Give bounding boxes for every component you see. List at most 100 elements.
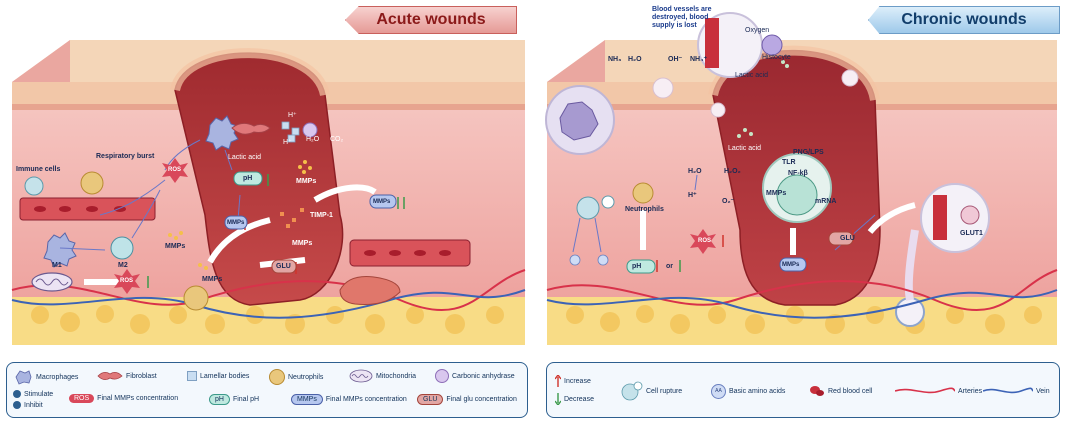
label-o2: O₂⁻ <box>722 198 735 205</box>
label-neutrophils: Neutrophils <box>625 206 664 213</box>
inhibit-icon <box>13 401 21 409</box>
process-arrow <box>207 217 271 264</box>
legend-cell-rupture: Cell rupture <box>621 381 682 401</box>
stimulate-icon <box>13 390 21 398</box>
mmps-badge: MMPs <box>291 394 323 405</box>
legend-macrophages: Macrophages <box>13 369 78 385</box>
chronic-wounds-title: Chronic wounds <box>901 11 1027 28</box>
ph-badge: pH <box>209 394 230 405</box>
legend-arteries: Arteries <box>895 386 982 396</box>
legend-red-blood-cell: Red blood cell <box>809 384 872 398</box>
blood-vessel-right <box>349 239 471 267</box>
acute-wounds-banner: Acute wounds <box>345 6 517 34</box>
label-tlr: TLR <box>782 159 796 166</box>
label-mmps-e: MMPs <box>202 276 223 283</box>
legend-acute: Macrophages Fibroblast Lamellar bodies N… <box>6 362 528 418</box>
legend-chronic: Increase Decrease Cell rupture AA Basic … <box>546 362 1060 418</box>
vein-line <box>11 289 526 319</box>
chronic-wound-illustration <box>545 12 1058 345</box>
legend-stimulate: Stimulate <box>13 390 53 398</box>
macrophage-icon <box>15 370 32 385</box>
label-ros-c: ROS <box>698 238 712 244</box>
legend-final-glu: GLU Final glu concentration <box>417 394 517 405</box>
legend-decrease: Decrease <box>555 393 594 405</box>
label-nh3: NH₃ <box>608 56 622 63</box>
label-lactic-acid-c2: Lactic acid <box>728 145 762 152</box>
m2-macrophage <box>110 236 134 260</box>
ph-pill <box>233 171 263 186</box>
label-mmps-d: MMPs <box>165 243 186 250</box>
legend-vein: Vein <box>983 386 1050 396</box>
legend-inhibit: Inhibit <box>13 401 43 409</box>
label-h2o: H₂O <box>306 136 320 143</box>
glu-badge: GLU <box>417 394 444 405</box>
label-mmps-c2: MMPs <box>782 262 800 268</box>
fibroblast-cell <box>231 122 271 135</box>
legend-neutrophils: Neutrophils <box>269 369 323 385</box>
label-oxygen: Oxygen <box>745 27 770 34</box>
legend-final-ph: pH Final pH <box>209 394 259 405</box>
label-glu-c: GLU <box>840 235 855 242</box>
mitochondria-icon <box>349 369 373 383</box>
legend-lamellar-bodies: Lamellar bodies <box>187 371 249 381</box>
label-co2: CO₂ <box>330 136 344 143</box>
neutrophil-cell <box>80 171 104 195</box>
label-mmps-a: MMPs <box>296 178 317 185</box>
legend-basic-amino-acids: AA Basic amino acids <box>711 384 785 399</box>
label-mmps-c1: MMPs <box>766 190 787 197</box>
mmps-pill-a <box>224 215 248 230</box>
vein-line-icon <box>983 387 1033 394</box>
label-vessels-note: Blood vessels are destroyed, blood suppl… <box>652 6 712 29</box>
macrophage-cell <box>43 115 239 268</box>
fibroblast-icon <box>97 372 123 380</box>
artery-line-icon <box>895 387 955 394</box>
legend-increase: Increase <box>555 375 591 387</box>
label-lactic-acid: Lactic acid <box>228 154 262 161</box>
label-ph-c: pH <box>632 263 642 270</box>
glu-pill <box>271 259 297 274</box>
liver-icon <box>339 276 401 305</box>
fat-layer <box>12 297 525 345</box>
label-lactic-acid-c1: Lactic acid <box>735 72 769 79</box>
cell-rupture-icon <box>621 381 643 401</box>
legend-fibroblast: Fibroblast <box>97 369 157 383</box>
label-ros-a: ROS <box>168 167 182 173</box>
acute-wound-illustration <box>11 40 526 345</box>
bacteria-icon <box>559 101 599 141</box>
label-mmps-c: MMPs <box>292 240 313 247</box>
increase-arrow-icon <box>555 375 561 387</box>
label-mmps-f: MMPs <box>373 199 391 205</box>
artery-line <box>11 269 526 311</box>
label-respiratory-burst: Respiratory burst <box>96 153 155 160</box>
label-m2: M2 <box>118 262 128 269</box>
acute-wounds-title: Acute wounds <box>376 11 486 28</box>
neutrophil-icon <box>269 369 285 385</box>
label-mrna: mRNA <box>815 198 837 205</box>
amino-acid-icon: AA <box>711 384 726 399</box>
label-nh4: NH₄⁺ <box>690 56 708 63</box>
label-h-plus-a: H⁺ <box>288 112 297 119</box>
ros-badge: ROS <box>69 394 95 403</box>
label-h2o2: H₂O₂ <box>724 168 741 175</box>
red-blood-cell-icon <box>810 386 824 396</box>
carbonic-anhydrase <box>302 122 318 138</box>
label-png-lps: PNG/LPS <box>793 149 824 156</box>
label-immune-cells: Immune cells <box>16 166 61 173</box>
label-or: or <box>666 263 673 270</box>
chronic-wounds-banner: Chronic wounds <box>868 6 1060 34</box>
label-h2o-b: H₂O <box>688 168 702 175</box>
label-glu: GLU <box>276 263 291 270</box>
lamellar-body-icon <box>187 371 197 381</box>
legend-final-mmps-b: MMPs Final MMPs concentration <box>291 394 407 405</box>
label-nfkb: NF-kβ <box>788 170 808 177</box>
label-histocyte: Histocyte <box>762 54 791 61</box>
label-ros-b: ROS <box>120 278 134 284</box>
legend-mitochondria: Mitochondria <box>349 369 416 383</box>
legend-final-mmps-a: ROS Final MMPs concentration <box>69 394 178 403</box>
label-h-plus-c: H⁺ <box>688 192 697 199</box>
label-m1: M1 <box>52 262 62 269</box>
label-mmps-b: MMPs <box>227 220 245 226</box>
label-h2o-a: H₂O <box>628 56 642 63</box>
carbonic-anhydrase-icon <box>435 369 449 383</box>
legend-carbonic-anhydrase: Carbonic anhydrase <box>435 369 515 383</box>
